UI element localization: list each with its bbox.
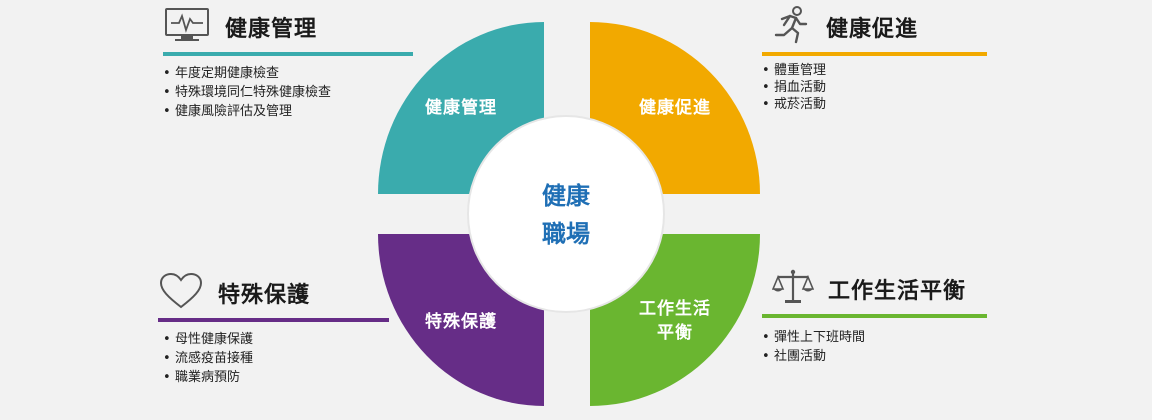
list-item: •戒菸活動: [762, 97, 827, 112]
block-management-title: 健康管理: [225, 17, 318, 42]
block-promotion-header: 健康促進: [762, 6, 987, 48]
block-management: 健康管理 •年度定期健康檢查 •特殊環境同仁特殊健康檢查 •健康風險評估及管理: [163, 6, 413, 121]
block-promotion-list: •體重管理 •捐血活動 •戒菸活動: [762, 62, 987, 113]
block-balance-list: •彈性上下班時間 •社團活動: [762, 328, 987, 366]
segment-protection-label: 特殊保護: [425, 311, 497, 332]
list-item: •體重管理: [762, 63, 827, 78]
center-circle: [467, 115, 665, 313]
block-promotion-title: 健康促進: [826, 17, 919, 42]
monitor-heartbeat-icon: [163, 6, 211, 48]
block-balance-header: 工作生活平衡: [762, 268, 987, 310]
block-management-list: •年度定期健康檢查 •特殊環境同仁特殊健康檢查 •健康風險評估及管理: [163, 64, 413, 121]
block-balance-rule: [762, 314, 987, 318]
block-protection-header: 特殊保護: [158, 272, 389, 314]
block-protection-title: 特殊保護: [218, 283, 311, 308]
segment-balance-label-line1: 工作生活: [639, 298, 711, 319]
list-item: •社團活動: [762, 349, 827, 364]
list-item: •特殊環境同仁特殊健康檢查: [163, 85, 332, 100]
list-item: •流感疫苗接種: [163, 351, 254, 366]
center-text-line2: 職場: [542, 220, 590, 248]
block-promotion-rule: [762, 52, 987, 56]
block-balance: 工作生活平衡 •彈性上下班時間 •社團活動: [762, 268, 987, 366]
heart-outline-icon: [158, 272, 204, 314]
balance-scale-icon: [771, 268, 815, 310]
block-management-header: 健康管理: [163, 6, 413, 48]
list-item: •職業病預防: [163, 370, 241, 385]
list-item: •年度定期健康檢查: [163, 66, 280, 81]
block-protection-rule: [158, 318, 389, 322]
block-protection: 特殊保護 •母性健康保護 •流感疫苗接種 •職業病預防: [158, 272, 389, 387]
block-balance-title: 工作生活平衡: [828, 279, 967, 304]
list-item: •母性健康保護: [163, 332, 254, 347]
segment-balance-label-line2: 平衡: [657, 322, 693, 343]
center-text-line1: 健康: [542, 182, 591, 210]
list-item: •健康風險評估及管理: [163, 104, 293, 119]
segment-promotion-label: 健康促進: [639, 97, 711, 118]
block-management-rule: [163, 52, 413, 56]
block-promotion: 健康促進 •體重管理 •捐血活動 •戒菸活動: [762, 6, 987, 113]
running-person-icon: [768, 5, 812, 49]
block-protection-list: •母性健康保護 •流感疫苗接種 •職業病預防: [158, 330, 389, 387]
list-item: •彈性上下班時間: [762, 330, 866, 345]
segment-management-label: 健康管理: [425, 97, 497, 118]
list-item: •捐血活動: [762, 80, 827, 95]
